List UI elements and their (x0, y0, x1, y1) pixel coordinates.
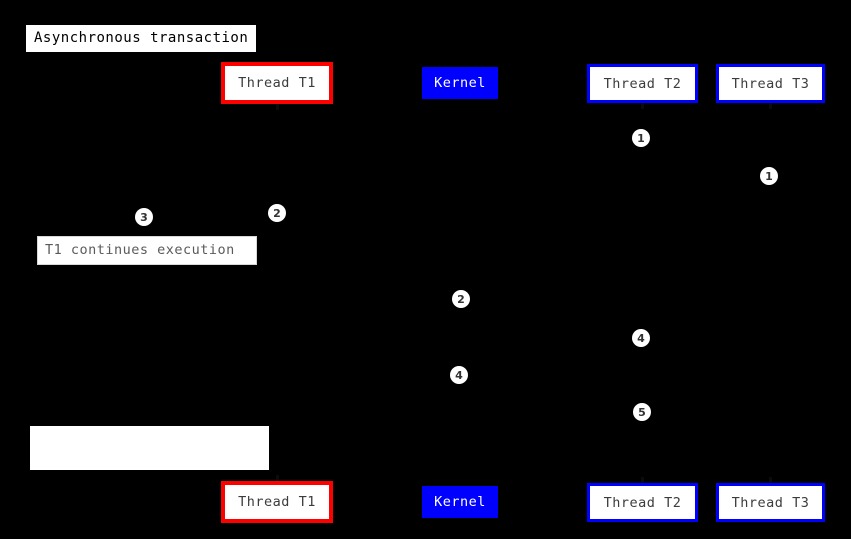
step-badge: 4 (632, 329, 650, 347)
lifeline-box-thread-t3-top[interactable]: Thread T3 (716, 64, 825, 103)
lifeline-box-thread-t3-bottom[interactable]: Thread T3 (716, 483, 825, 522)
step-badge: 2 (452, 290, 470, 308)
lifeline-box-thread-t2-bottom[interactable]: Thread T2 (587, 483, 698, 522)
step-badge: 2 (268, 204, 286, 222)
diagram-title: Asynchronous transaction (26, 25, 257, 52)
lifeline-stub (641, 103, 644, 109)
lifeline-box-thread-t1-top[interactable]: Thread T1 (221, 62, 333, 104)
step-badge: 5 (633, 403, 651, 421)
lifeline-box-thread-t2-top[interactable]: Thread T2 (587, 64, 698, 103)
step-badge: 1 (760, 167, 778, 185)
step-badge: 3 (135, 208, 153, 226)
lifeline-stub (276, 475, 279, 481)
lifeline-stub (276, 104, 279, 110)
lifeline-stub (769, 477, 772, 483)
lifeline-stub (769, 103, 772, 109)
lifeline-stub (641, 477, 644, 483)
blank-note-panel (30, 426, 269, 470)
lifeline-box-thread-t1-bottom[interactable]: Thread T1 (221, 481, 333, 523)
step-badge: 4 (450, 366, 468, 384)
note-label: T1 continues execution (37, 236, 257, 265)
lifeline-box-kernel-bottom[interactable]: Kernel (422, 486, 498, 518)
step-badge: 1 (632, 129, 650, 147)
lifeline-box-kernel-top[interactable]: Kernel (422, 67, 498, 99)
